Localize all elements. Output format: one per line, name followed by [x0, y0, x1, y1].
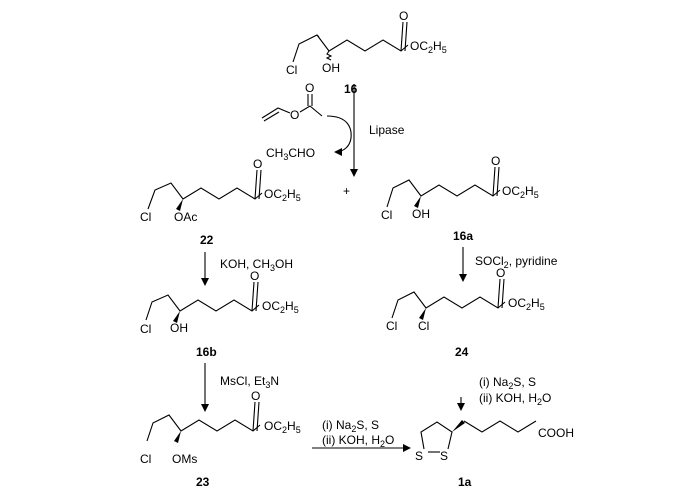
hash-wedge-22	[176, 199, 183, 211]
oh-16b: OH	[170, 321, 188, 335]
carbonyl-o-16: O	[399, 9, 408, 23]
wavy-bond-16	[325, 50, 333, 61]
reagent-socl2: SOCl2, pyridine	[475, 254, 558, 270]
cl-22: Cl	[140, 210, 151, 224]
reagent-koh: KOH, CH3OH	[220, 257, 293, 273]
chain-16	[292, 34, 409, 63]
cooh-1a: COOH	[538, 426, 574, 440]
ester-22: OC2H5	[264, 187, 301, 203]
label-16: 16	[344, 82, 358, 96]
cl-16b: Cl	[140, 322, 151, 336]
label-24: 24	[455, 345, 469, 359]
ester-24: OC2H5	[508, 296, 545, 312]
label-22: 22	[200, 233, 214, 247]
reagent-bottom-ii: (ii) KOH, H2O	[322, 433, 394, 449]
vinyl-o-carbonyl: O	[305, 81, 314, 95]
curved-arrow-acyl	[326, 115, 352, 156]
ester-16: OC2H5	[410, 39, 447, 55]
vinyl-double	[263, 111, 280, 122]
plus-sign: +	[343, 184, 350, 198]
ester-16a: OC2H5	[502, 184, 539, 200]
oms-23: OMs	[172, 452, 197, 466]
cl-16: Cl	[286, 63, 297, 77]
compound-22: O Cl OAc OC2H5 22	[140, 157, 301, 247]
cl-16a: Cl	[381, 208, 392, 222]
cl-24-secondary: Cl	[418, 319, 429, 333]
stub-16	[316, 34, 320, 38]
carbonyl-o-16a: O	[491, 154, 500, 168]
oh-16: OH	[322, 61, 340, 75]
label-23: 23	[196, 475, 210, 489]
ester-16b: OC2H5	[262, 299, 299, 315]
hash-wedge-23	[174, 431, 181, 443]
side-chain-1a	[463, 420, 537, 433]
reagent-top-i: (i) Na2S, S	[479, 375, 536, 391]
oac-22: OAc	[174, 210, 197, 224]
wedge-1a	[452, 420, 465, 432]
vinyl-acetate: O O	[261, 81, 323, 122]
oh-16a: OH	[412, 207, 430, 221]
carbonyl-16b	[404, 21, 408, 52]
compound-24: O Cl Cl OC2H5 24	[386, 266, 545, 359]
cl-24-primary: Cl	[386, 319, 397, 333]
reagent-bottom-i: (i) Na2S, S	[322, 418, 379, 434]
dithiolane-ring-1a	[420, 421, 453, 450]
vinyl-o-ester: O	[290, 108, 299, 122]
byproduct-acetaldehyde: CH3CHO	[266, 146, 315, 162]
hash-wedge-24	[419, 308, 426, 320]
carbonyl-o-16b: O	[250, 269, 259, 283]
carbonyl-16a	[400, 21, 404, 52]
carbonyl-o-22: O	[253, 157, 262, 171]
reagent-mscl: MsCl, Et3N	[220, 374, 279, 390]
reagent-lipase: Lipase	[369, 123, 405, 137]
compound-16a: O Cl OH OC2H5 16a	[381, 154, 539, 243]
wedge-16a	[414, 196, 421, 208]
compound-1a: S S COOH 1a	[415, 420, 574, 489]
hash-wedge-16b	[173, 311, 180, 323]
acetyl-chain	[299, 105, 323, 117]
carbonyl-o-24: O	[496, 266, 505, 280]
carbonyl-o-23: O	[251, 389, 260, 403]
label-16a: 16a	[453, 229, 473, 243]
vinyl-chain	[261, 107, 291, 119]
compound-23: O Cl OMs OC2H5 23	[140, 389, 301, 489]
s2-1a: S	[440, 449, 448, 463]
compound-16: O Cl OH OC2H5 16	[286, 9, 447, 96]
label-1a: 1a	[458, 475, 472, 489]
label-16b: 16b	[196, 345, 217, 359]
reagent-top-ii: (ii) KOH, H2O	[479, 391, 551, 407]
ester-23: OC2H5	[264, 419, 301, 435]
cl-23: Cl	[140, 452, 151, 466]
s1-1a: S	[415, 449, 423, 463]
compound-16b: O Cl OH OC2H5 16b	[140, 269, 299, 359]
